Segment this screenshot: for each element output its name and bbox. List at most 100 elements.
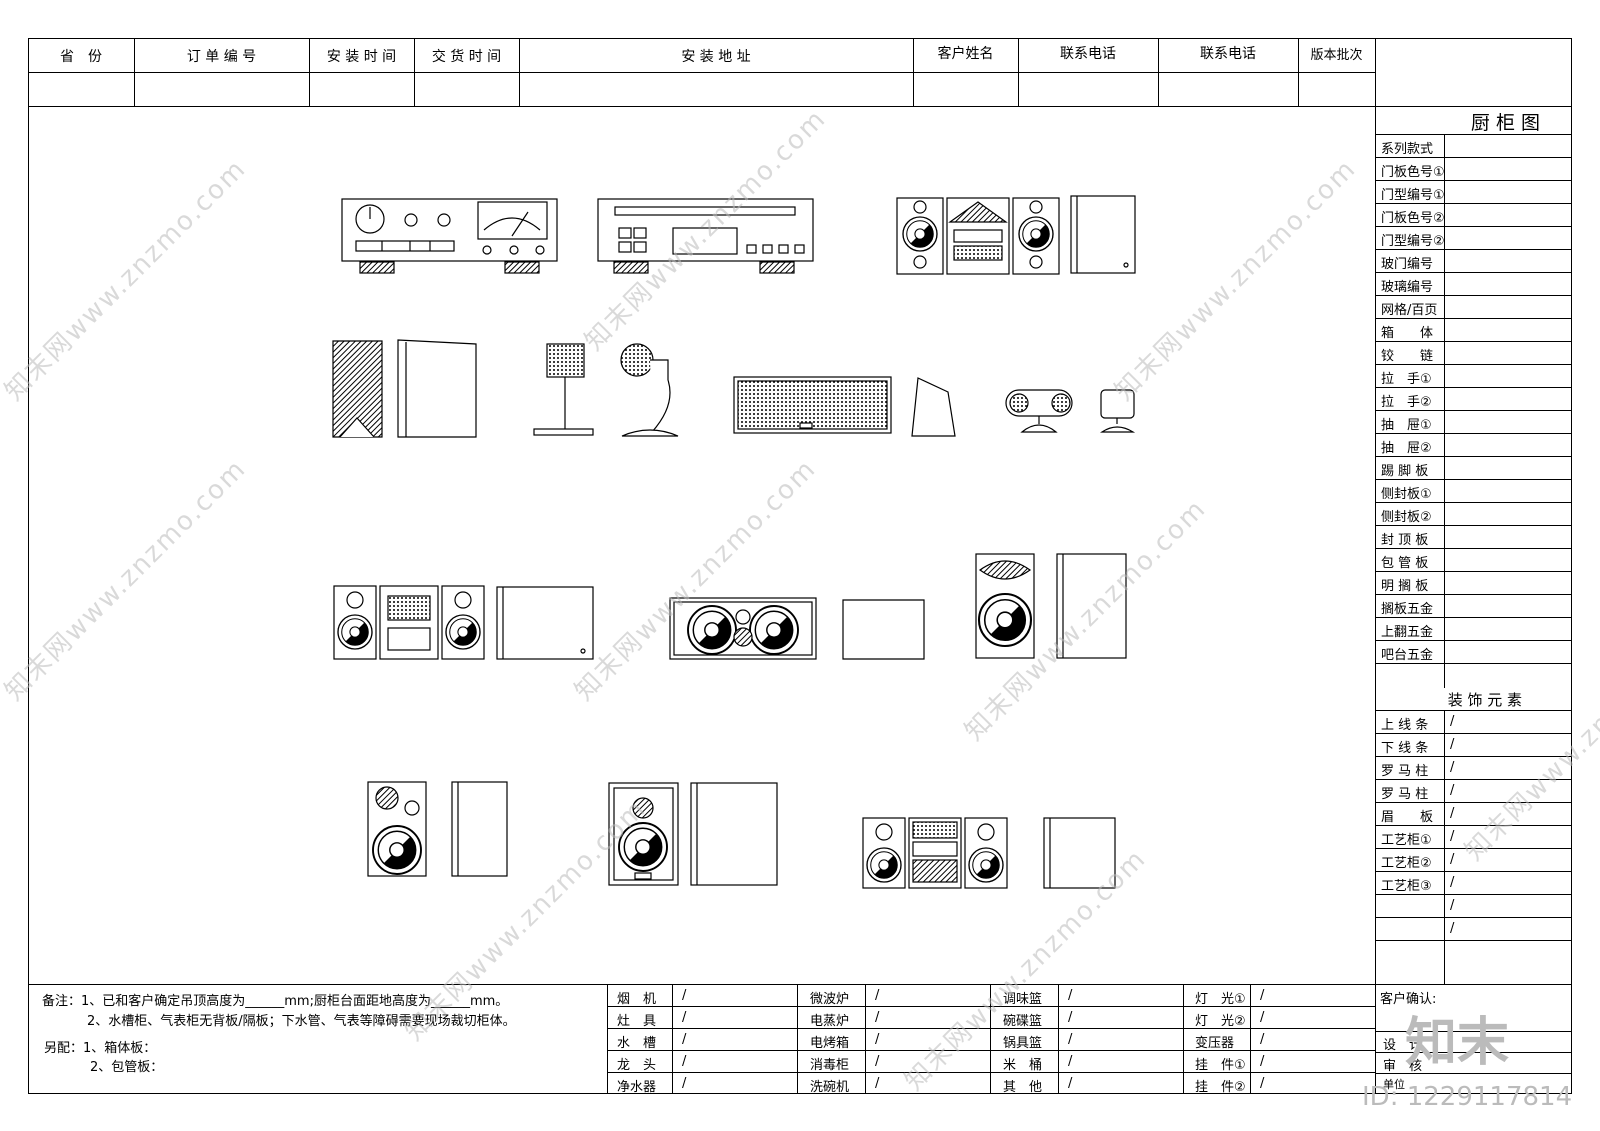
side-row-label: 铰 链 <box>1381 349 1434 364</box>
speaker-side-drawing-3 <box>1043 817 1116 889</box>
side-row-label: 玻门编号 <box>1381 257 1434 272</box>
watermark-logo: 知末 <box>1405 1013 1510 1073</box>
customer-confirm-label: 客户确认: <box>1380 992 1437 1007</box>
appliance-label: 挂 件② <box>1195 1080 1246 1095</box>
note-line-1: 备注：1、已和客户确定吊顶高度为______mm;厨柜台面距地高度为______… <box>42 994 509 1009</box>
mini-hifi-drawing-1 <box>897 197 1059 275</box>
side-row-label: 门板色号① <box>1381 165 1445 180</box>
small-speaker-angled-drawing <box>911 377 956 437</box>
deco-title: 装 饰 元 素 <box>1447 690 1522 709</box>
appliance-label: 碗碟篮 <box>1003 1014 1043 1029</box>
appliance-slash: / <box>1260 1032 1265 1047</box>
deco-row-slash: / <box>1450 875 1455 890</box>
appliance-label: 净水器 <box>617 1080 657 1095</box>
mini-hifi-drawing-2 <box>334 585 484 660</box>
cube-speaker-drawing <box>1100 389 1136 433</box>
deco-row-label: 工艺柜① <box>1381 833 1432 848</box>
appliance-slash: / <box>1260 988 1265 1003</box>
appliance-label: 洗碗机 <box>810 1080 850 1095</box>
side-row-label: 包 管 板 <box>1381 556 1429 571</box>
cd-player-drawing <box>597 198 814 274</box>
deco-row-slash: / <box>1450 829 1455 844</box>
deco-row-slash: / <box>1450 852 1455 867</box>
appliance-slash: / <box>875 1032 880 1047</box>
bookshelf-speaker-drawing-1 <box>976 553 1034 658</box>
appliance-slash: / <box>1068 1054 1073 1069</box>
appliance-label: 烟 机 <box>617 992 657 1007</box>
appliance-label: 米 桶 <box>1003 1058 1043 1073</box>
side-row-label: 箱 体 <box>1381 326 1434 341</box>
bookshelf-speaker-side-drawing-2 <box>451 781 508 877</box>
deco-row-label: 下 线 条 <box>1381 741 1429 756</box>
appliance-slash: / <box>1068 988 1073 1003</box>
header-install-time: 安 装 时 间 <box>326 49 397 65</box>
unit-label: 单位 <box>1383 1078 1405 1091</box>
deco-row-label: 工艺柜③ <box>1381 879 1432 894</box>
deco-row-label: 上 线 条 <box>1381 718 1429 733</box>
side-row-label: 吧台五金 <box>1381 648 1434 663</box>
deco-row-label: 眉 板 <box>1381 810 1434 825</box>
center-speaker-side-drawing <box>842 599 925 660</box>
appliance-slash: / <box>1068 1010 1073 1025</box>
appliance-slash: / <box>682 988 687 1003</box>
speaker-side-drawing-2 <box>496 586 594 660</box>
appliance-slash: / <box>1260 1076 1265 1091</box>
deco-row-slash: / <box>1450 806 1455 821</box>
appliance-label: 龙 头 <box>617 1058 657 1073</box>
header-province: 省 份 <box>60 49 102 65</box>
side-row-label: 网格/百页 <box>1381 303 1438 318</box>
center-speaker-drawing <box>733 376 892 434</box>
appliance-label: 变压器 <box>1195 1036 1235 1051</box>
design-label: 设 计 <box>1383 1038 1423 1053</box>
header-version: 版本批次 <box>1310 47 1363 63</box>
appliance-label: 灯 光② <box>1195 1014 1246 1029</box>
drawing-border <box>28 38 1572 1094</box>
satellite-speaker-stand-drawing <box>533 343 594 436</box>
side-row-label: 系列款式 <box>1381 142 1434 157</box>
tower-speaker-side-drawing <box>397 339 477 438</box>
bookshelf-speaker-side-drawing-1 <box>1056 553 1127 659</box>
deco-row-slash: / <box>1450 737 1455 752</box>
appliance-label: 挂 件① <box>1195 1058 1246 1073</box>
appliance-slash: / <box>1068 1076 1073 1091</box>
deco-row-label: 工艺柜② <box>1381 856 1432 871</box>
appliance-label: 电烤箱 <box>810 1036 850 1051</box>
appliance-slash: / <box>682 1054 687 1069</box>
side-row-label: 门型编号② <box>1381 234 1445 249</box>
note-line-4: 2、包管板： <box>90 1060 164 1075</box>
side-row-label: 抽 屉② <box>1381 441 1432 456</box>
header-install-address: 安 装 地 址 <box>681 49 751 65</box>
side-row-label: 门型编号① <box>1381 188 1445 203</box>
deco-row-slash: / <box>1450 760 1455 775</box>
deco-row-slash: / <box>1450 714 1455 729</box>
header-phone-1: 联系电话 <box>1060 46 1116 62</box>
appliance-slash: / <box>875 988 880 1003</box>
note-line-3: 另配：1、箱体板： <box>44 1041 157 1056</box>
appliance-slash: / <box>682 1076 687 1091</box>
deco-row-label: 罗 马 柱 <box>1381 764 1429 779</box>
bookshelf-speaker-drawing-3 <box>609 782 678 886</box>
appliance-label: 电蒸炉 <box>810 1014 850 1029</box>
appliance-slash: / <box>682 1010 687 1025</box>
side-row-label: 门板色号② <box>1381 211 1445 226</box>
side-row-label: 拉 手① <box>1381 372 1432 387</box>
satellite-speaker-arm-drawing <box>620 343 679 437</box>
appliance-slash: / <box>875 1010 880 1025</box>
appliance-label: 水 槽 <box>617 1036 657 1051</box>
pod-speaker-drawing <box>1005 389 1073 433</box>
header-customer-name: 客户姓名 <box>937 46 994 62</box>
amplifier-drawing <box>341 198 558 274</box>
appliance-slash: / <box>875 1054 880 1069</box>
side-row-label: 搁板五金 <box>1381 602 1434 617</box>
side-row-label: 玻璃编号 <box>1381 280 1434 295</box>
bookshelf-speaker-side-drawing-3 <box>690 782 778 886</box>
header-delivery-time: 交 货 时 间 <box>431 49 502 65</box>
watermark-id: ID: 1229117814 <box>1362 1082 1573 1112</box>
note-line-2: 2、水槽柜、气表柜无背板/隔板；下水管、气表等障碍需要现场裁切柜体。 <box>87 1014 516 1029</box>
appliance-label: 灯 光① <box>1195 992 1246 1007</box>
side-row-label: 封 顶 板 <box>1381 533 1429 548</box>
header-order-number: 订 单 编 号 <box>186 49 257 65</box>
appliance-slash: / <box>875 1076 880 1091</box>
appliance-label: 灶 具 <box>617 1014 657 1029</box>
